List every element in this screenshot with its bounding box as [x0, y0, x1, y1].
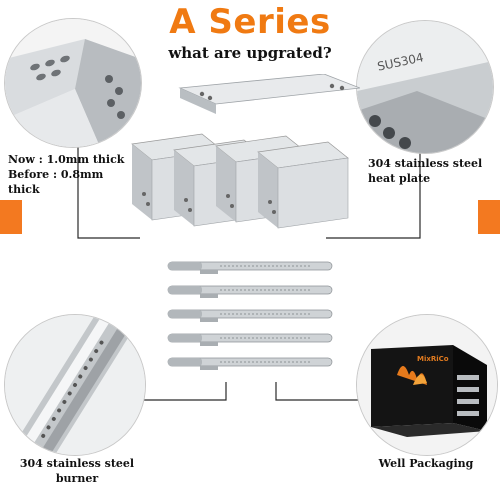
burner-zoom [4, 314, 146, 456]
left-accent-tab [0, 200, 22, 234]
right-accent-tab [478, 200, 500, 234]
heat-plate-caption-line2: heat plate [368, 172, 431, 185]
heat-plate-top [178, 74, 360, 114]
page-subtitle: what are upgrated? [168, 44, 332, 62]
heat-plate-caption: 304 stainless steel heat plate [368, 156, 496, 186]
heat-plate-4 [257, 141, 349, 229]
packaging-zoom: MixRiCo [356, 314, 498, 456]
heat-plate-caption-line1: 304 stainless steel [368, 157, 483, 170]
page-title: A Series [169, 2, 331, 42]
thickness-before-text: Before : 0.8mm thick [8, 168, 104, 196]
thickness-caption: Now : 1.0mm thick Before : 0.8mm thick [8, 152, 138, 197]
burner-tube-4 [167, 333, 333, 347]
burner-tube-5 [167, 357, 333, 371]
connector-heat-plate [326, 152, 421, 239]
plate-thickness-zoom [4, 18, 142, 148]
packaging-brand-logo: MixRiCo [417, 355, 449, 363]
burners-image [167, 261, 333, 371]
heat-plates-image [131, 74, 360, 229]
thickness-now-text: Now : 1.0mm thick [8, 153, 125, 166]
connector-thickness [77, 146, 140, 239]
burner-tube-3 [167, 309, 333, 323]
burner-tube-2 [167, 285, 333, 299]
burner-tube [167, 261, 333, 274]
heat-plate-stamp-zoom: SUS304 [356, 20, 494, 154]
packaging-caption: Well Packaging [378, 457, 474, 470]
burner-caption: 304 stainless steel burner [19, 457, 135, 485]
